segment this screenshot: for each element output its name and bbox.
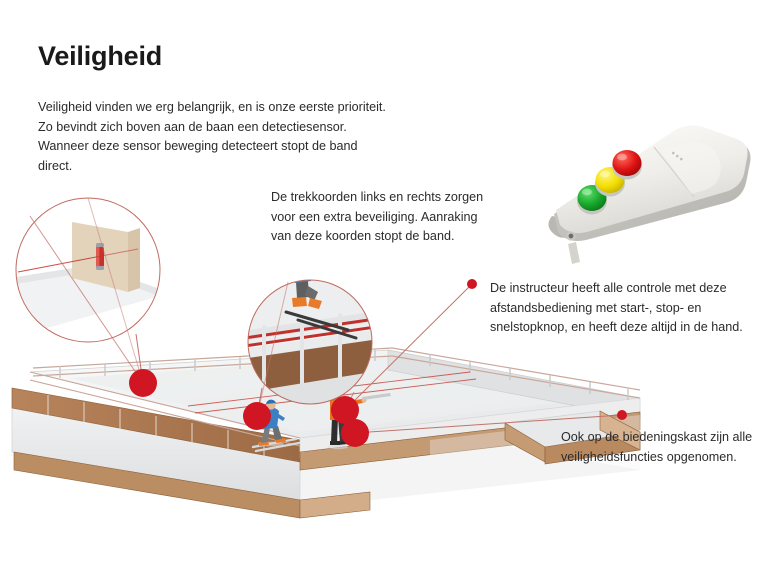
handrail-lower (29, 371, 301, 447)
pull-cords-paragraph: De trekkoorden links en rechts zorgen vo… (271, 190, 484, 244)
remote-control-paragraph: De instructeur heeft alle controle met d… (490, 281, 743, 335)
marker-cords (243, 402, 271, 430)
emergency-button[interactable] (612, 150, 642, 180)
intro-paragraph: Veiligheid vinden we erg belangrijk, en … (38, 100, 386, 173)
skier-figure (251, 399, 301, 453)
marker-cabinet-dot (617, 410, 627, 420)
handrail-far (32, 347, 393, 378)
marker-sensor (129, 369, 157, 397)
marker-remote (331, 396, 359, 424)
remote-control-image (532, 118, 760, 266)
pull-cords (187, 371, 477, 414)
cords-detail-circle (247, 279, 373, 405)
remote-embossed-mark (671, 151, 683, 161)
marker-cabinet (341, 419, 369, 447)
control-cabinet-paragraph: Ook op de biedeningskast zijn alle veili… (561, 430, 753, 464)
sensor-detail-circle (15, 197, 161, 343)
instructor-figure (328, 386, 391, 450)
marker-remote-dot (467, 279, 477, 289)
page-title: Veiligheid (38, 41, 163, 71)
ski-slope-structure (8, 347, 642, 519)
handrail-near (391, 347, 641, 400)
